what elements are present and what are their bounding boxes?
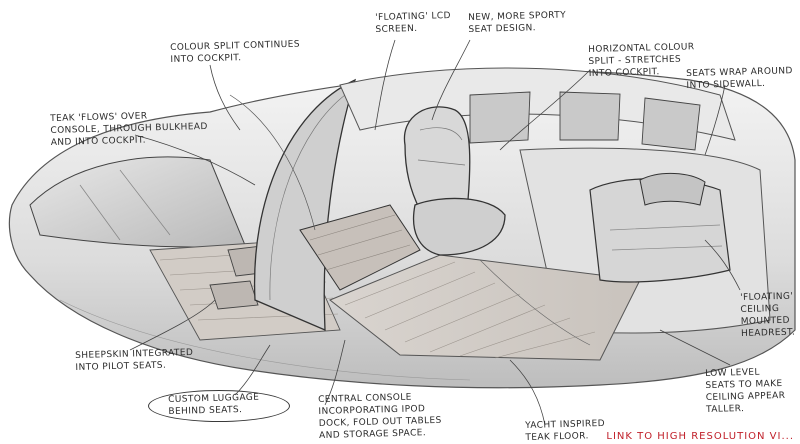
annotation-colour-split-cockpit: COLOUR SPLIT CONTINUES INTO COCKPIT.: [170, 39, 301, 65]
watermark-link[interactable]: LINK TO HIGH RESOLUTION VI...: [606, 431, 794, 442]
annotation-floating-lcd: 'FLOATING' LCD SCREEN.: [375, 11, 452, 35]
annotation-new-seat: NEW, MORE SPORTY SEAT DESIGN.: [468, 10, 567, 35]
sporty-seat-back: [403, 106, 471, 211]
annotation-horizontal-colour-split: HORIZONTAL COLOUR SPLIT - STRETCHES INTO…: [588, 42, 695, 79]
annotation-central-console: CENTRAL CONSOLE INCORPORATING IPOD DOCK,…: [318, 392, 442, 441]
custom-luggage-oval: [148, 390, 290, 422]
headrest: [639, 172, 706, 206]
aft-seat: [589, 178, 731, 283]
teak-floor: [329, 254, 641, 361]
leader-lines: [129, 39, 741, 426]
annotation-seats-wrap: SEATS WRAP AROUND INTO SIDEWALL.: [686, 66, 793, 91]
window-1: [469, 91, 531, 144]
sporty-seat-cushion: [412, 197, 506, 256]
pilot-seat-right: [209, 280, 259, 310]
annotation-sheepskin: SHEEPSKIN INTEGRATED INTO PILOT SEATS.: [75, 347, 194, 373]
annotation-custom-luggage: CUSTOM LUGGAGE BEHIND SEATS.: [168, 392, 260, 417]
annotation-floating-headrest: 'FLOATING' CEILING MOUNTED HEADREST.: [740, 291, 796, 339]
annotation-yacht-floor: YACHT INSPIRED TEAK FLOOR.: [525, 418, 606, 443]
window-2: [559, 91, 621, 141]
annotation-low-level-seats: LOW LEVEL SEATS TO MAKE CEILING APPEAR T…: [705, 367, 786, 415]
annotation-teak-flows: TEAK 'FLOWS' OVER CONSOLE, THROUGH BULKH…: [50, 111, 208, 148]
window-3: [641, 97, 701, 151]
